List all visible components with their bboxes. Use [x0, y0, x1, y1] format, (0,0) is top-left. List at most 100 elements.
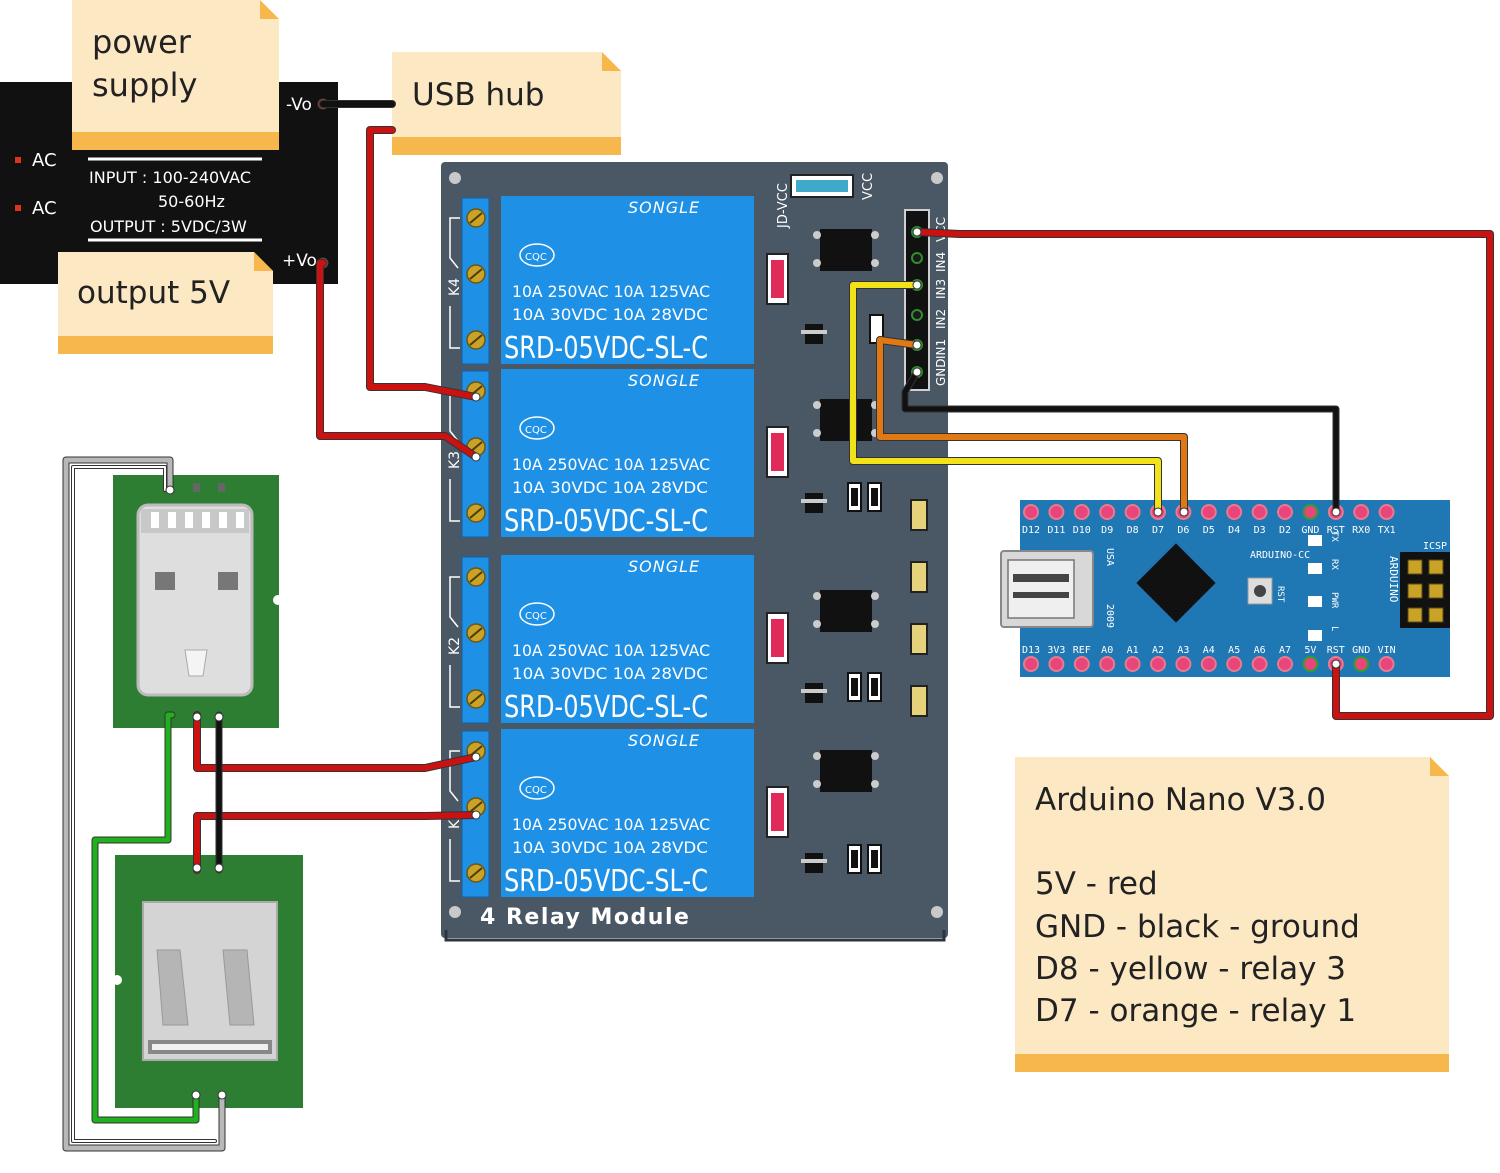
- nano-pin-b-a7[interactable]: A7: [1277, 645, 1293, 672]
- nano-pin-d3[interactable]: D3: [1251, 504, 1268, 536]
- note-power-supply-line1: power: [92, 23, 192, 61]
- header-pin-label-in4: IN4: [934, 252, 948, 272]
- nano-pin-b-d13[interactable]: D13: [1022, 645, 1040, 672]
- relay-cqc-mark: CQC: [525, 252, 547, 263]
- wire-endpoint: [192, 863, 202, 873]
- nano-pin-d4[interactable]: D4: [1226, 504, 1243, 536]
- nano-top-pin-label: RST: [1327, 525, 1345, 536]
- header-pin-in2[interactable]: [911, 309, 923, 321]
- wire-endpoint: [912, 227, 922, 237]
- nano-pin-b-gnd[interactable]: GND: [1352, 645, 1370, 672]
- nano-pin-d2[interactable]: D2: [1277, 504, 1293, 536]
- note-power-supply: power supply: [72, 0, 279, 150]
- nano-top-pin-label: D3: [1254, 525, 1266, 536]
- wire-endpoint: [912, 340, 922, 350]
- nano-top-pin-label: D7: [1152, 525, 1164, 536]
- nano-top-pin-label: D12: [1022, 525, 1040, 536]
- nano-pin-d9[interactable]: D9: [1099, 504, 1116, 536]
- relay-rating-line2: 10A 30VDC 10A 28VDC: [512, 664, 708, 683]
- relay-rating-line1: 10A 250VAC 10A 125VAC: [512, 815, 710, 834]
- nano-pin-b-ref[interactable]: REF: [1073, 645, 1091, 672]
- note-arduino-line-d7: D7 - orange - relay 1: [1035, 993, 1356, 1029]
- nano-pin-d8[interactable]: D8: [1124, 504, 1141, 536]
- wire-usb-green: [92, 712, 199, 1123]
- nano-bottom-pin-label: A7: [1279, 645, 1291, 656]
- note-usb-hub-text: USB hub: [412, 77, 544, 113]
- optocoupler-chip: [820, 399, 872, 441]
- wire-endpoint: [1179, 507, 1189, 517]
- wire-endpoint: [1331, 507, 1341, 517]
- optocoupler-chip: [820, 229, 872, 271]
- note-arduino: Arduino Nano V3.0 5V - red GND - black -…: [1015, 757, 1449, 1072]
- nano-rst-label: RST: [1275, 586, 1285, 603]
- relay-brand: SONGLE: [628, 371, 700, 390]
- nano-pin-b-a0[interactable]: A0: [1099, 645, 1116, 672]
- relay-brand: SONGLE: [628, 731, 700, 750]
- nano-led-pwr: [1308, 596, 1322, 607]
- nano-top-pin-label: RX0: [1352, 525, 1370, 536]
- nano-led-label: PWR: [1329, 592, 1339, 609]
- nano-pin-b-a4[interactable]: A4: [1200, 645, 1217, 672]
- wire-nano-gnd-to-gnd-outline: [901, 368, 1340, 516]
- nano-pin-b-5v[interactable]: 5V: [1302, 645, 1319, 672]
- nano-top-pin-label: D5: [1203, 525, 1215, 536]
- nano-pin-b-a2[interactable]: A2: [1150, 645, 1166, 672]
- nano-led-label: TX: [1329, 531, 1339, 542]
- wire-hub-to-relay3-com: [367, 127, 479, 400]
- nano-pin-b-3v3[interactable]: 3V3: [1047, 645, 1065, 672]
- relay-rating-line2: 10A 30VDC 10A 28VDC: [512, 838, 708, 857]
- nano-pin-b-a6[interactable]: A6: [1251, 645, 1268, 672]
- wire-nano-5v-to-vcc: [914, 229, 1493, 719]
- psu-pos-label: +Vo: [282, 251, 317, 271]
- nano-pin-d12[interactable]: D12: [1022, 504, 1040, 536]
- header-pin-label-in3: IN3: [934, 279, 948, 299]
- nano-pin-d11[interactable]: D11: [1047, 504, 1065, 536]
- wire-endpoint: [471, 392, 481, 402]
- relay-model: SRD-05VDC-SL-C: [504, 690, 708, 725]
- nano-board-label: ARDUINO-CC: [1250, 550, 1310, 561]
- nano-top-pin-label: TX1: [1378, 525, 1396, 536]
- nano-year-label: 2009: [1104, 604, 1115, 628]
- note-arduino-line-gnd: GND - black - ground: [1035, 909, 1360, 945]
- nano-top-pin-label: GND: [1301, 525, 1319, 536]
- usb-a-female-board: [112, 855, 303, 1108]
- nano-icsp-label: ICSP: [1423, 541, 1447, 552]
- note-power-supply-line2: supply: [92, 66, 197, 104]
- psu-neg-label: -Vo: [286, 95, 312, 115]
- nano-pin-tx1[interactable]: TX1: [1378, 504, 1396, 536]
- psu-input-label: INPUT : 100-240VAC: [89, 168, 251, 187]
- nano-pin-b-a5[interactable]: A5: [1226, 645, 1243, 672]
- nano-pin-gnd[interactable]: GND: [1301, 504, 1319, 536]
- nano-pin-d10[interactable]: D10: [1073, 504, 1091, 536]
- nano-led-label: L: [1329, 626, 1339, 631]
- note-output-5v: output 5V: [58, 252, 273, 354]
- nano-top-pin-label: D10: [1073, 525, 1091, 536]
- wire-usb-red-to-relay: [194, 712, 479, 771]
- nano-led-l: [1308, 630, 1322, 641]
- note-arduino-title: Arduino Nano V3.0: [1035, 782, 1326, 818]
- nano-mcu-chip: [1136, 543, 1216, 623]
- wire-endpoint: [165, 485, 175, 495]
- nano-pin-b-a1[interactable]: A1: [1124, 645, 1141, 672]
- nano-top-pin-label: D8: [1127, 525, 1139, 536]
- relay-model: SRD-05VDC-SL-C: [504, 331, 708, 366]
- nano-bottom-pin-label: A5: [1228, 645, 1240, 656]
- wire-endpoint: [471, 452, 481, 462]
- psu-ac1-label: AC: [32, 150, 57, 171]
- wires: [62, 100, 1494, 1152]
- nano-pin-b-vin[interactable]: VIN: [1378, 645, 1396, 672]
- nano-pin-b-a3[interactable]: A3: [1175, 645, 1192, 672]
- relay-input-header: [904, 209, 930, 391]
- header-pin-in4[interactable]: [911, 252, 923, 264]
- relay-rating-line1: 10A 250VAC 10A 125VAC: [512, 282, 710, 301]
- relay-cqc-mark: CQC: [525, 785, 547, 796]
- nano-pin-d5[interactable]: D5: [1200, 504, 1217, 536]
- wire-endpoint: [191, 1090, 201, 1100]
- nano-top-pin-label: D6: [1177, 525, 1189, 536]
- nano-top-pin-label: D2: [1279, 525, 1291, 536]
- nano-pin-rx0[interactable]: RX0: [1352, 504, 1370, 536]
- wire-nano-d8-to-in3: [850, 282, 1161, 515]
